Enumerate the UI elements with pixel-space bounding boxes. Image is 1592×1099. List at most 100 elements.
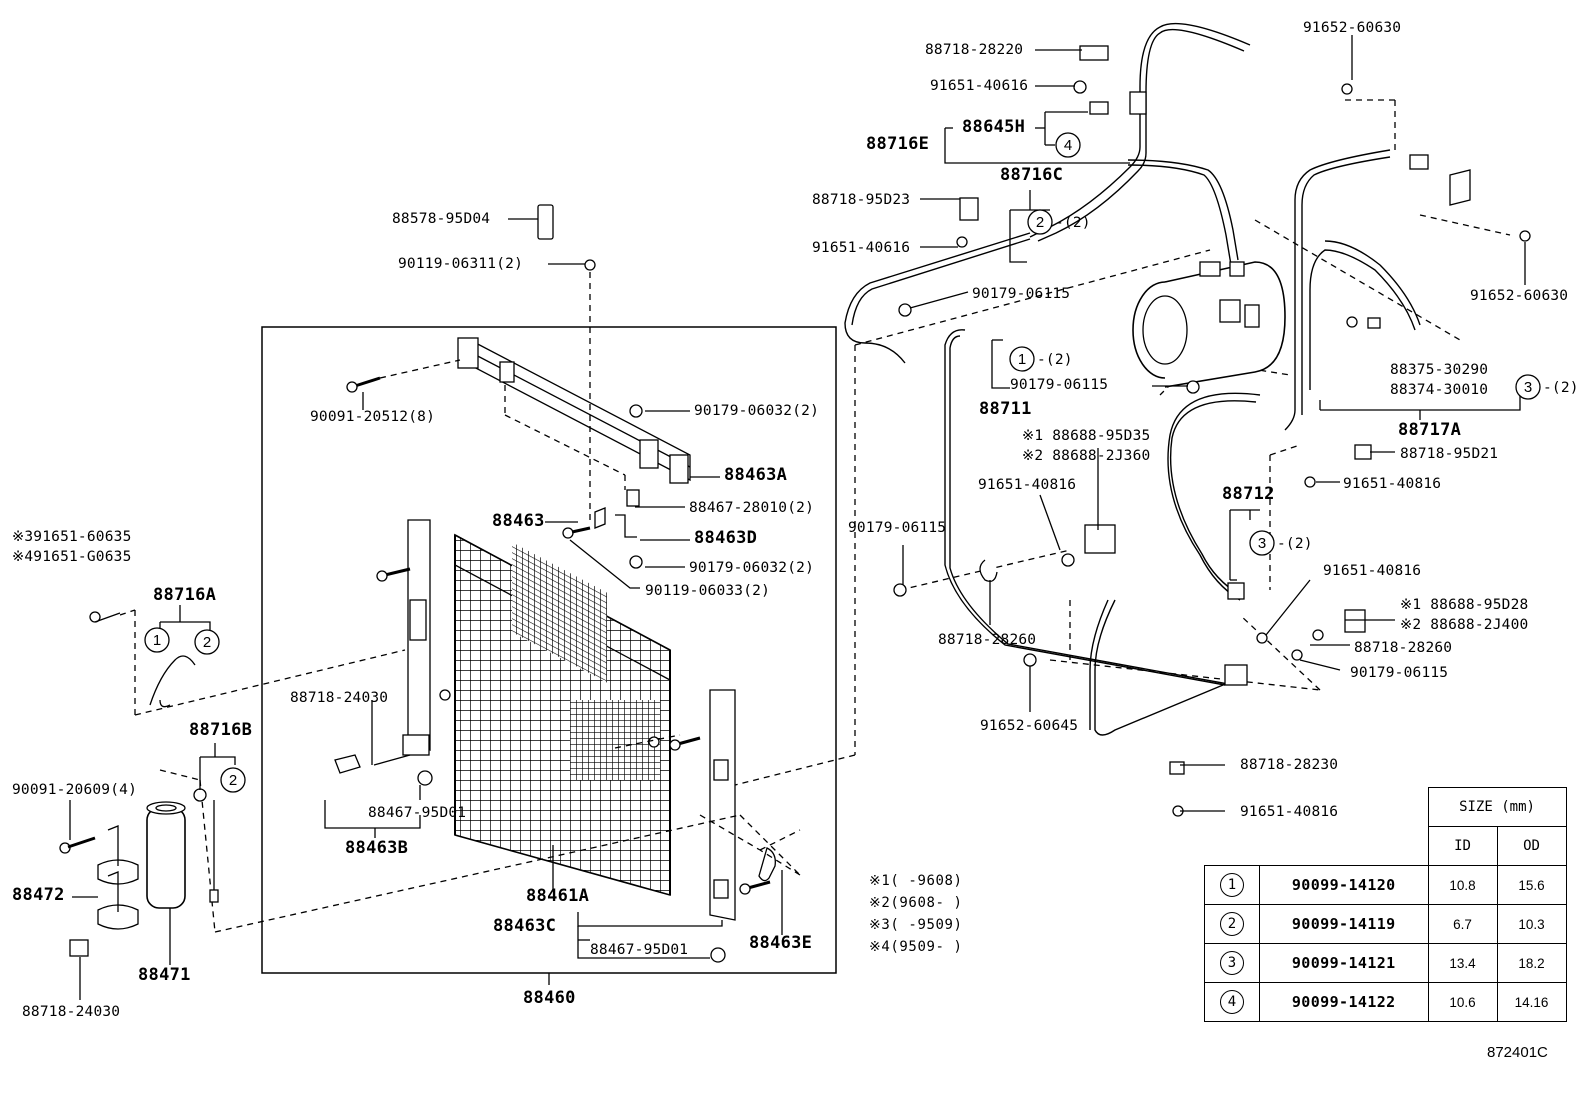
label-88463D: 88463D	[694, 528, 758, 548]
label-88718-95D21: 88718-95D21	[1400, 446, 1499, 462]
label-90091-20609: 90091-20609(4)	[12, 782, 138, 798]
note-1: ※1( -9608)	[869, 873, 963, 889]
part-number: 90099-14121	[1259, 943, 1429, 983]
callout-1: 1	[1018, 351, 1026, 368]
label-88375-30290: 88375-30290	[1390, 362, 1489, 378]
guide-lines	[119, 99, 1511, 933]
label-90179-06115-left: 90179-06115	[848, 520, 947, 536]
ref-circle: 3	[1220, 951, 1244, 975]
label-90179-06032-a: 90179-06032(2)	[694, 403, 820, 419]
label-88688-2J360: ※2 88688-2J360	[1022, 448, 1151, 464]
leader-lines	[69, 35, 1526, 1000]
label-88717A: 88717A	[1398, 420, 1462, 440]
ref-circle: 4	[1220, 990, 1244, 1014]
label-88463E: 88463E	[749, 933, 813, 953]
table-row: 3 90099-14121 13.4 18.2	[1204, 943, 1567, 983]
label-88374-30010: 88374-30010	[1390, 382, 1489, 398]
callout-2-left: 2	[203, 634, 211, 651]
label-88463C: 88463C	[493, 916, 557, 936]
od-value: 14.16	[1496, 982, 1567, 1022]
label-88645H: 88645H	[962, 117, 1026, 137]
label-88461A: 88461A	[526, 886, 590, 906]
label-90179-06115-top: 90179-06115	[972, 286, 1071, 302]
qty-callout-3: -(2)	[1543, 380, 1579, 396]
label-88718-28260-b: 88718-28260	[1354, 640, 1453, 656]
ref-circle: 2	[1220, 912, 1244, 936]
label-88716E: 88716E	[866, 134, 930, 154]
part-number: 90099-14119	[1259, 904, 1429, 944]
label-90119-06311: 90119-06311(2)	[398, 256, 524, 272]
label-91651-60635: ※391651-60635	[12, 529, 132, 545]
id-value: 13.4	[1427, 943, 1498, 983]
callout-2-lower: 2	[229, 772, 237, 789]
label-88718-24030-bottom: 88718-24030	[22, 1004, 121, 1020]
label-88471: 88471	[138, 965, 191, 985]
label-90119-06033: 90119-06033(2)	[645, 583, 771, 599]
compressor	[1132, 261, 1286, 388]
label-88718-24030: 88718-24030	[290, 690, 389, 706]
bolts	[346, 204, 771, 963]
size-header: SIZE (mm)	[1427, 787, 1567, 827]
callout-3b: 3	[1258, 535, 1266, 552]
upper-bracket	[457, 337, 691, 484]
col-od: OD	[1496, 826, 1567, 866]
label-88716A: 88716A	[153, 585, 217, 605]
label-88467-95D01-left: 88467-95D01	[368, 805, 467, 821]
id-value: 10.8	[1427, 865, 1498, 905]
note-3: ※3( -9509)	[869, 917, 963, 933]
part-number: 90099-14122	[1259, 982, 1429, 1022]
o-ring-size-table: SIZE (mm) ID OD 1 90099-14120 10.8 15.6 …	[1204, 787, 1567, 1022]
label-88688-95D35: ※1 88688-95D35	[1022, 428, 1151, 444]
label-88716B: 88716B	[189, 720, 253, 740]
label-91651-40816-b: 91651-40816	[1343, 476, 1442, 492]
id-value: 10.6	[1427, 982, 1498, 1022]
qty-callout-2: -(2)	[1055, 215, 1091, 231]
right-side-bracket	[709, 689, 736, 921]
note-4: ※4(9509- )	[869, 939, 963, 955]
callout-3: 3	[1524, 379, 1532, 396]
label-88463A: 88463A	[724, 465, 788, 485]
label-88716C: 88716C	[1000, 165, 1064, 185]
part-number: 90099-14120	[1259, 865, 1429, 905]
label-91651-40616-top: 91651-40616	[930, 78, 1029, 94]
ref-circle: 1	[1220, 873, 1244, 897]
note-2: ※2(9608- )	[869, 895, 963, 911]
label-88467-28010: 88467-28010(2)	[689, 500, 815, 516]
label-91652-60630-right: 91652-60630	[1470, 288, 1569, 304]
label-88718-28230: 88718-28230	[1240, 757, 1339, 773]
label-88688-95D28: ※1 88688-95D28	[1400, 597, 1529, 613]
label-91651-40816-a: 91651-40816	[978, 477, 1077, 493]
label-88578-95D04: 88578-95D04	[392, 211, 491, 227]
label-90091-20512: 90091-20512(8)	[310, 409, 436, 425]
refrigerant-pipes	[844, 22, 1421, 736]
callout-4: 4	[1064, 137, 1072, 154]
label-88463: 88463	[492, 511, 545, 531]
label-91651-40816-d: 91651-40816	[1240, 804, 1339, 820]
label-91652-60645: 91652-60645	[980, 718, 1079, 734]
label-91652-60630-top: 91652-60630	[1303, 20, 1402, 36]
od-value: 18.2	[1496, 943, 1567, 983]
callout-circles	[144, 132, 1541, 793]
label-88718-28220: 88718-28220	[925, 42, 1024, 58]
label-90179-06115-mid: 90179-06115	[1010, 377, 1109, 393]
label-88463B: 88463B	[345, 838, 409, 858]
table-row: 4 90099-14122 10.6 14.16	[1204, 982, 1567, 1022]
callout-2: 2	[1036, 214, 1044, 231]
condenser-core	[454, 533, 671, 897]
label-88711: 88711	[979, 399, 1032, 419]
qty-callout-1: -(2)	[1037, 352, 1073, 368]
label-88472: 88472	[12, 885, 65, 905]
label-91651-40816-c: 91651-40816	[1323, 563, 1422, 579]
col-id: ID	[1427, 826, 1498, 866]
table-row: 1 90099-14120 10.8 15.6	[1204, 865, 1567, 905]
left-side-bracket	[334, 519, 431, 774]
label-90179-06115-right: 90179-06115	[1350, 665, 1449, 681]
label-88460: 88460	[523, 988, 576, 1008]
id-value: 6.7	[1427, 904, 1498, 944]
label-91651-G0635: ※491651-G0635	[12, 549, 132, 565]
label-90179-06032-b: 90179-06032(2)	[689, 560, 815, 576]
od-value: 10.3	[1496, 904, 1567, 944]
figure-id: 872401C	[1487, 1044, 1548, 1061]
callout-numbers: 4 2 1 3 3 1 2 2	[153, 137, 1532, 789]
